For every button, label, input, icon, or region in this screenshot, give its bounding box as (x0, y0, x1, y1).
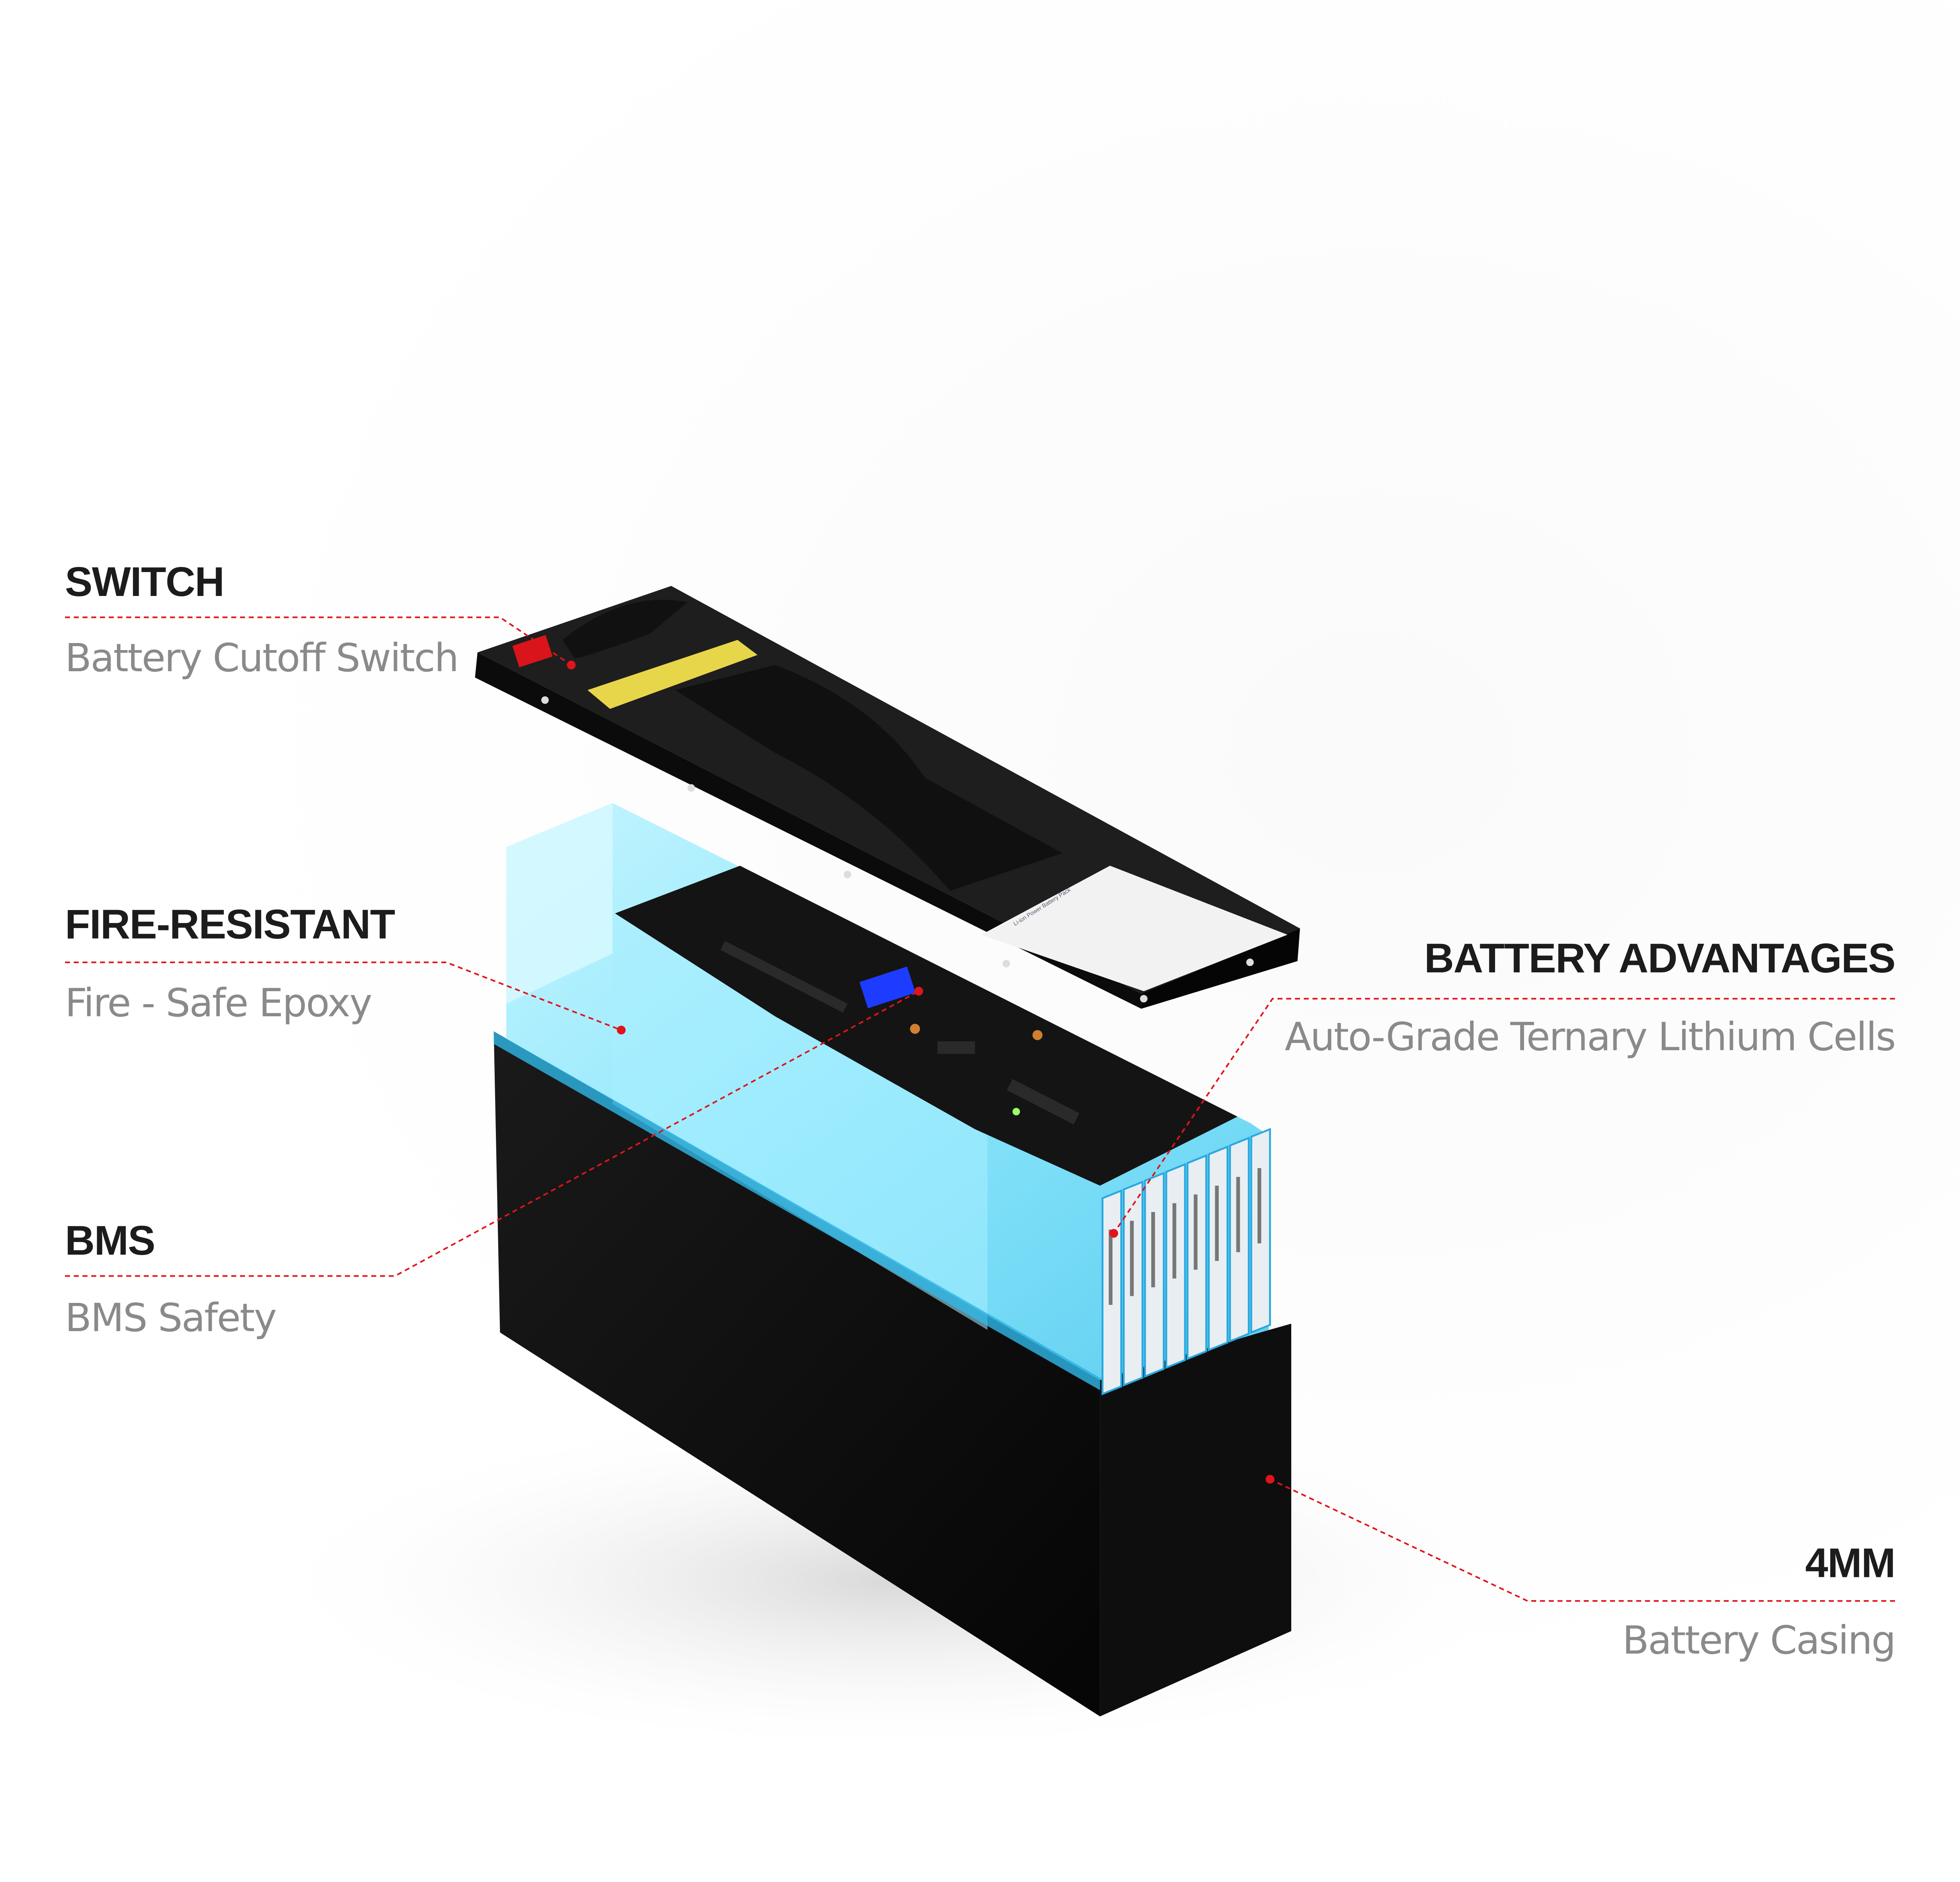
cell-terminal (1194, 1194, 1198, 1270)
cell-terminal (1151, 1212, 1155, 1288)
knob (562, 599, 688, 659)
carry-handle-icon (675, 665, 1063, 891)
product-label (981, 866, 1288, 991)
bms-leader (65, 990, 919, 1277)
callout-dot (567, 660, 576, 670)
casing-title: 4MM (1805, 1540, 1895, 1586)
casing-subtitle: Battery Casing (1622, 1618, 1895, 1663)
bms-board (615, 866, 1238, 1186)
callout-dot (1109, 1229, 1118, 1238)
cell-terminal (1215, 1186, 1219, 1261)
callout-dot (914, 986, 923, 996)
callout-dot (1265, 1475, 1274, 1484)
bms-subtitle: BMS Safety (65, 1295, 276, 1341)
warning-sticker (587, 640, 758, 709)
cell-terminal (1109, 1230, 1113, 1305)
bms-title: BMS (65, 1218, 155, 1264)
advantages-leader (1113, 998, 1895, 1234)
top-lid: Li-ion Power Battery Pack (475, 586, 1300, 1009)
advantages-title: BATTERY ADVANTAGES (1424, 936, 1895, 981)
casing-leader (1269, 1478, 1895, 1602)
cell-terminal (1236, 1177, 1240, 1252)
switch-icon[interactable] (512, 635, 553, 668)
switch-title: SWITCH (65, 559, 224, 605)
switch-subtitle: Battery Cutoff Switch (65, 636, 458, 681)
lithium-cells (1102, 1128, 1271, 1395)
cell-terminal (1257, 1168, 1261, 1244)
bms-chip (859, 966, 916, 1008)
fire-leader (65, 961, 622, 1031)
switch-leader (65, 616, 572, 666)
callout-leaders (65, 616, 1895, 1602)
advantages-subtitle: Auto-Grade Ternary Lithium Cells (1285, 1014, 1895, 1059)
battery-casing (494, 1031, 1292, 1717)
fire-subtitle: Fire - Safe Epoxy (65, 981, 371, 1026)
cell-terminal (1130, 1221, 1134, 1296)
callout-dot (617, 1026, 626, 1035)
cell-terminal (1172, 1203, 1176, 1279)
fire-title: FIRE-RESISTANT (65, 901, 395, 947)
